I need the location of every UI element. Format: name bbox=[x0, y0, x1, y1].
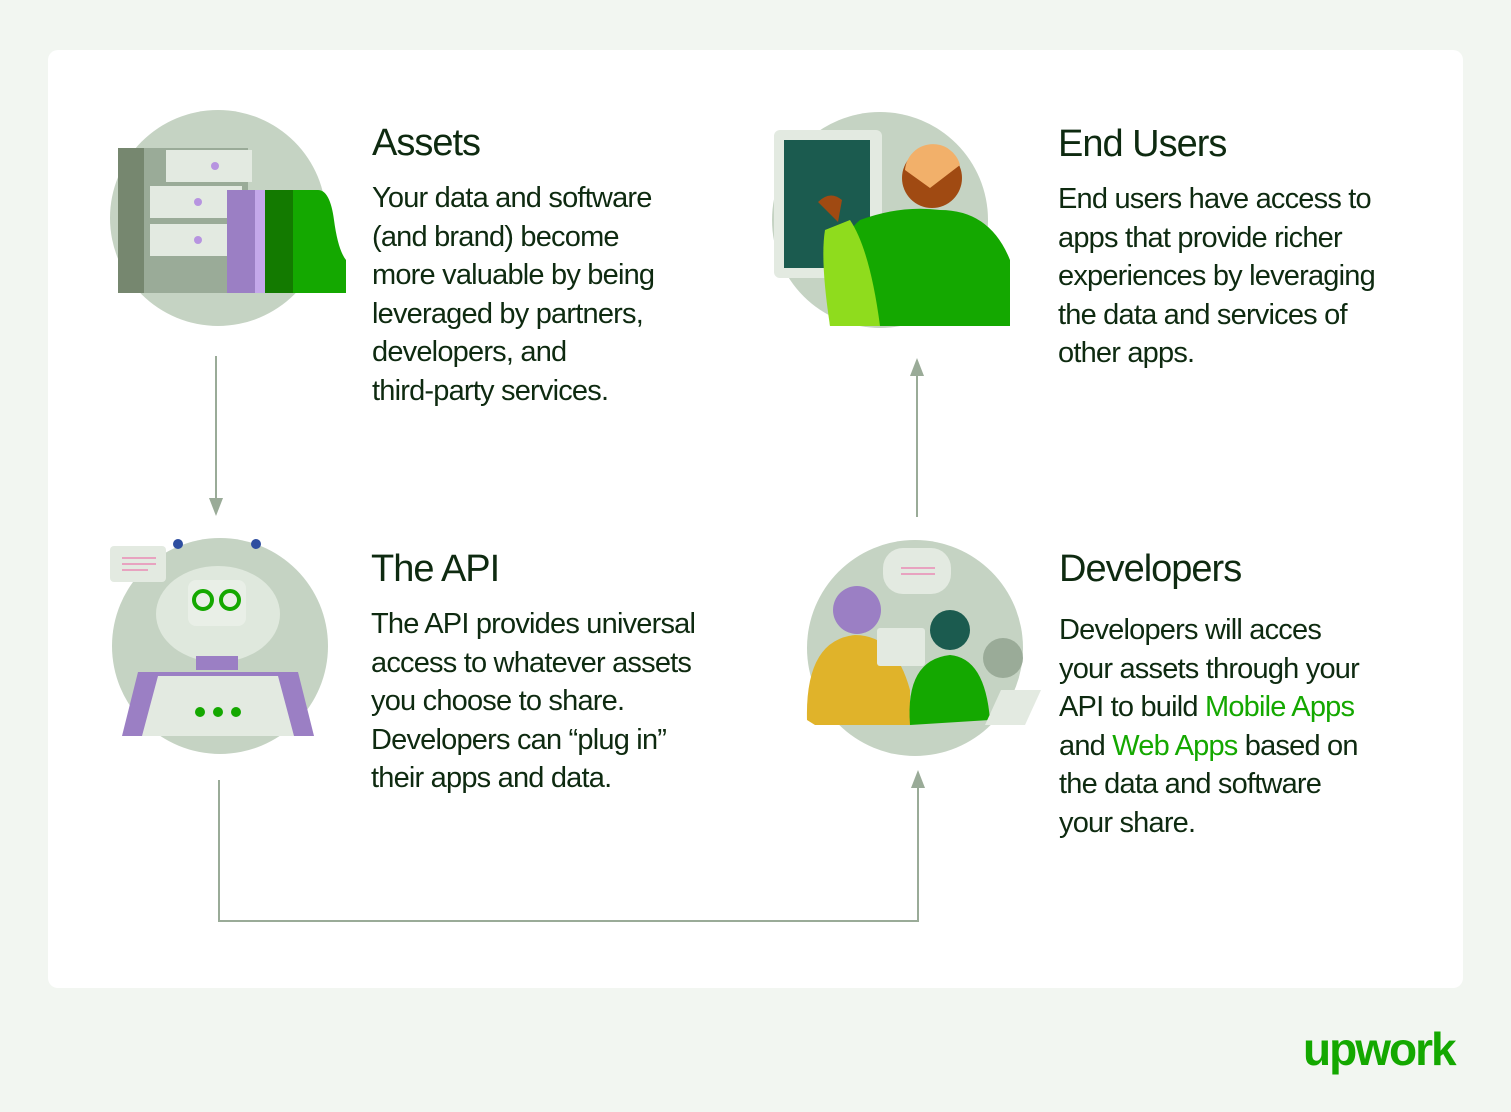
api-robot-illustration bbox=[110, 538, 328, 754]
developers-title: Developers bbox=[1059, 548, 1242, 590]
end-users-description: End users have access to apps that provi… bbox=[1058, 180, 1376, 373]
developers-section: Developers Developers will acces your as… bbox=[1059, 548, 1360, 842]
end-users-title: End Users bbox=[1058, 123, 1227, 165]
text-line: developers, and bbox=[372, 336, 567, 368]
text-line: and bbox=[1059, 729, 1113, 762]
upwork-logo: upwork bbox=[1303, 1023, 1457, 1075]
assets-title: Assets bbox=[372, 122, 481, 164]
text-line: based on bbox=[1237, 729, 1359, 762]
filing-cabinet-illustration bbox=[110, 110, 346, 326]
api-section: The API The API provides universal acces… bbox=[371, 548, 696, 798]
text-line: Your data and software bbox=[372, 182, 652, 214]
text-line: Developers will acces bbox=[1059, 614, 1322, 646]
end-users-section: End Users End users have access to apps … bbox=[1058, 123, 1376, 373]
assets-section: Assets Your data and software (and brand… bbox=[372, 122, 655, 410]
text-line: access to whatever assets bbox=[371, 646, 692, 679]
mobile-apps-highlight: Mobile Apps bbox=[1204, 691, 1355, 723]
text-line: their apps and data. bbox=[371, 762, 612, 794]
text-line: your assets through your bbox=[1059, 652, 1360, 685]
text-line: (and brand) become bbox=[372, 220, 620, 253]
text-line: third-party services. bbox=[372, 374, 609, 407]
text-line: the data and services of bbox=[1058, 298, 1348, 331]
text-line: more valuable by being bbox=[372, 259, 655, 291]
assets-description: Your data and software (and brand) becom… bbox=[372, 179, 655, 410]
text-line: Developers can “plug in” bbox=[371, 723, 667, 756]
text-line: The API provides universal bbox=[371, 608, 696, 640]
end-user-tablet-illustration bbox=[772, 112, 1010, 328]
text-line: leveraged by partners, bbox=[372, 297, 644, 330]
text-line: other apps. bbox=[1058, 337, 1195, 369]
text-line: the data and software bbox=[1059, 768, 1322, 800]
api-description: The API provides universal access to wha… bbox=[371, 605, 696, 798]
api-title: The API bbox=[371, 548, 500, 590]
text-line: End users have access to bbox=[1058, 183, 1372, 215]
text-line: experiences by leveraging bbox=[1058, 260, 1376, 292]
developers-description: Developers will acces your assets throug… bbox=[1059, 611, 1360, 842]
developers-illustration bbox=[806, 540, 1041, 756]
arrow-api-to-developers bbox=[218, 780, 919, 922]
text-line: your share. bbox=[1059, 806, 1196, 839]
text-line: API to build bbox=[1059, 691, 1205, 723]
web-apps-highlight: Web Apps bbox=[1112, 729, 1238, 762]
text-line: apps that provide richer bbox=[1058, 221, 1343, 254]
text-line: you choose to share. bbox=[371, 685, 625, 717]
